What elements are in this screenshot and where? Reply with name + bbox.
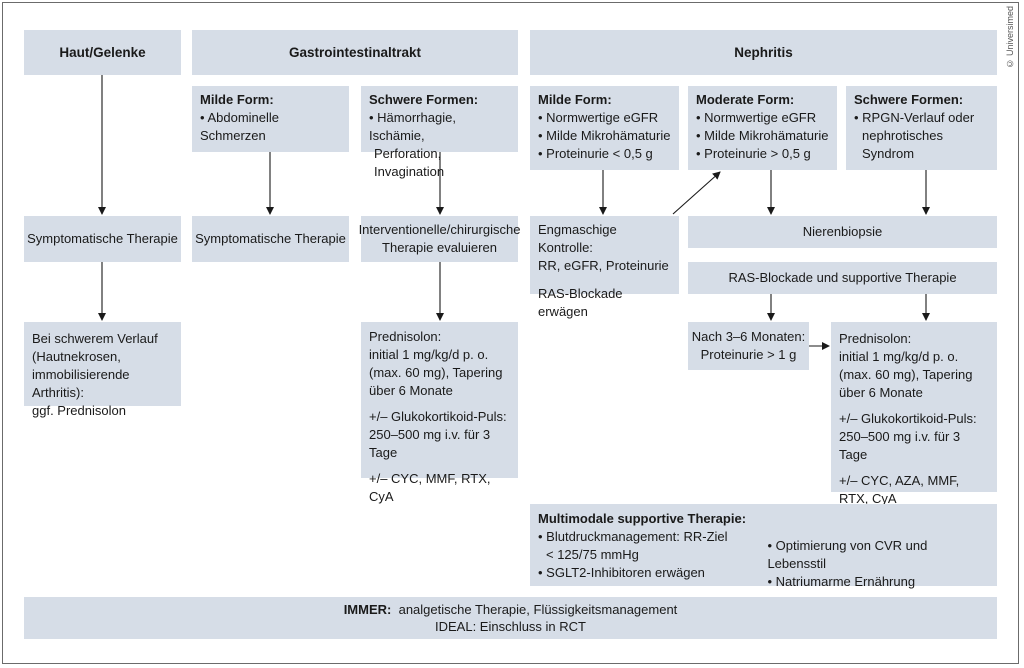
haut-severe-line: ggf. Prednisolon (32, 403, 126, 418)
neph-puls-line: 250–500 mg i.v. für 3 Tage (839, 429, 961, 462)
neph-mild-title: Milde Form: (538, 92, 612, 107)
neph-ras-consider: RAS-Blockade erwägen (538, 286, 623, 319)
footer-box: IMMER: analgetische Therapie, Flüssigkei… (24, 597, 997, 639)
gi-mild-box: Milde Form: Abdominelle Schmerzen (192, 86, 349, 152)
haut-severe-line: (Hautnekrosen, (32, 349, 121, 364)
gi-puls-line: +/– Glukokortikoid-Puls: (369, 409, 507, 424)
gi-puls-line: 250–500 mg i.v. für 3 Tage (369, 427, 491, 460)
neph-moderate-item: Milde Mikrohämaturie (696, 127, 829, 145)
neph-severe-box: Schwere Formen: RPGN-Verlauf oder nephro… (846, 86, 997, 170)
gi-severe-therapy-line: Therapie evaluieren (382, 240, 497, 255)
multimodal-item: Blutdruckmanagement: RR-Ziel (538, 528, 767, 546)
header-gi-label: Gastrointestinaltrakt (288, 44, 422, 60)
gi-severe-title: Schwere Formen: (369, 92, 479, 107)
haut-therapy-label: Symptomatische Therapie (27, 231, 178, 246)
haut-severe-line: immobilisierende Arthritis): (32, 367, 130, 400)
neph-ras-supportive-label: RAS-Blockade und supportive Therapie (728, 270, 957, 285)
arrow-control-to-moderate (672, 171, 721, 215)
footer-immer-label: IMMER: (343, 602, 392, 617)
neph-control-line: Engmaschige Kontrolle: (538, 222, 617, 255)
neph-prednisolon-line: über 6 Monate (839, 385, 923, 400)
header-haut-gelenke: Haut/Gelenke (24, 30, 181, 75)
multimodal-title: Multimodale supportive Therapie: (538, 511, 747, 526)
neph-mild-item: Normwertige eGFR (538, 109, 671, 127)
header-nephritis: Nephritis (530, 30, 997, 75)
neph-prednisolon-line: (max. 60 mg), Tapering (839, 367, 973, 382)
neph-biopsy-box: Nierenbiopsie (688, 216, 997, 248)
header-gastrointestinaltrakt: Gastrointestinaltrakt (192, 30, 518, 75)
gi-severe-therapy-line: Interventionelle/chirurgische (358, 222, 521, 237)
multimodal-item: SGLT2-Inhibitoren erwägen (538, 564, 767, 582)
footer-ideal-text: IDEAL: Einschluss in RCT (435, 619, 586, 634)
gi-immuno-line: +/– CYC, MMF, RTX, CyA (369, 471, 491, 504)
multimodal-item: Optimierung von CVR und Lebensstil (767, 537, 989, 573)
neph-moderate-item: Proteinurie > 0,5 g (696, 145, 829, 163)
gi-mild-item: Abdominelle Schmerzen (200, 109, 341, 145)
neph-moderate-item: Normwertige eGFR (696, 109, 829, 127)
neph-control-line: RR, eGFR, Proteinurie (538, 258, 669, 273)
multimodal-box: Multimodale supportive Therapie: Blutdru… (530, 504, 997, 589)
gi-severe-box: Schwere Formen: Hämorrhagie, Ischämie, P… (361, 86, 518, 179)
neph-prednisolon-line: Prednisolon: (839, 331, 912, 346)
header-haut-label: Haut/Gelenke (59, 44, 146, 60)
footer-immer-text: analgetische Therapie, Flüssigkeitsmanag… (398, 602, 678, 617)
neph-mild-item: Milde Mikrohämaturie (538, 127, 671, 145)
gi-prednisolon-line: über 6 Monate (369, 383, 453, 398)
gi-severe-therapy-box: Interventionelle/chirurgische Therapie e… (358, 216, 521, 262)
gi-prednisolon-box: Prednisolon: initial 1 mg/kg/d p. o. (ma… (361, 322, 518, 504)
neph-mild-item: Proteinurie < 0,5 g (538, 145, 671, 163)
haut-therapy-box: Symptomatische Therapie (24, 216, 181, 262)
gi-mild-therapy-label: Symptomatische Therapie (195, 231, 346, 246)
neph-prednisolon-line: initial 1 mg/kg/d p. o. (839, 349, 959, 364)
gi-mild-title: Milde Form: (200, 92, 274, 107)
neph-mild-box: Milde Form: Normwertige eGFR Milde Mikro… (530, 86, 679, 170)
neph-moderate-box: Moderate Form: Normwertige eGFR Milde Mi… (688, 86, 837, 170)
neph-immuno-line: +/– CYC, AZA, MMF, RTX, CyA (839, 473, 960, 506)
gi-mild-therapy-box: Symptomatische Therapie (192, 216, 349, 262)
neph-severe-item: RPGN-Verlauf oder (854, 109, 989, 127)
gi-prednisolon-line: Prednisolon: (369, 329, 442, 344)
gi-severe-item-cont: Perforation, Invagination (374, 146, 445, 179)
neph-after-months-line: Nach 3–6 Monaten: (691, 329, 806, 344)
haut-severe-box: Bei schwerem Verlauf (Hautnekrosen, immo… (24, 322, 181, 418)
neph-ras-supportive-box: RAS-Blockade und supportive Therapie (688, 262, 997, 294)
neph-severe-title: Schwere Formen: (854, 92, 964, 107)
header-nephritis-label: Nephritis (734, 44, 793, 60)
gi-severe-item: Hämorrhagie, Ischämie, (369, 109, 510, 145)
multimodal-item: Natriumarme Ernährung (767, 573, 989, 591)
multimodal-item-cont: < 125/75 mmHg (546, 547, 639, 562)
neph-control-box: Engmaschige Kontrolle: RR, eGFR, Protein… (530, 216, 679, 319)
haut-severe-line: Bei schwerem Verlauf (32, 331, 158, 346)
neph-after-months-line: Proteinurie > 1 g (700, 347, 797, 362)
neph-severe-item-cont: nephrotisches Syndrom (862, 128, 943, 161)
neph-puls-line: +/– Glukokortikoid-Puls: (839, 411, 977, 426)
gi-prednisolon-line: (max. 60 mg), Tapering (369, 365, 503, 380)
neph-prednisolon-box: Prednisolon: initial 1 mg/kg/d p. o. (ma… (831, 322, 997, 506)
neph-biopsy-label: Nierenbiopsie (802, 224, 883, 239)
gi-prednisolon-line: initial 1 mg/kg/d p. o. (369, 347, 489, 362)
neph-after-months-box: Nach 3–6 Monaten: Proteinurie > 1 g (688, 322, 809, 370)
neph-moderate-title: Moderate Form: (696, 92, 795, 107)
